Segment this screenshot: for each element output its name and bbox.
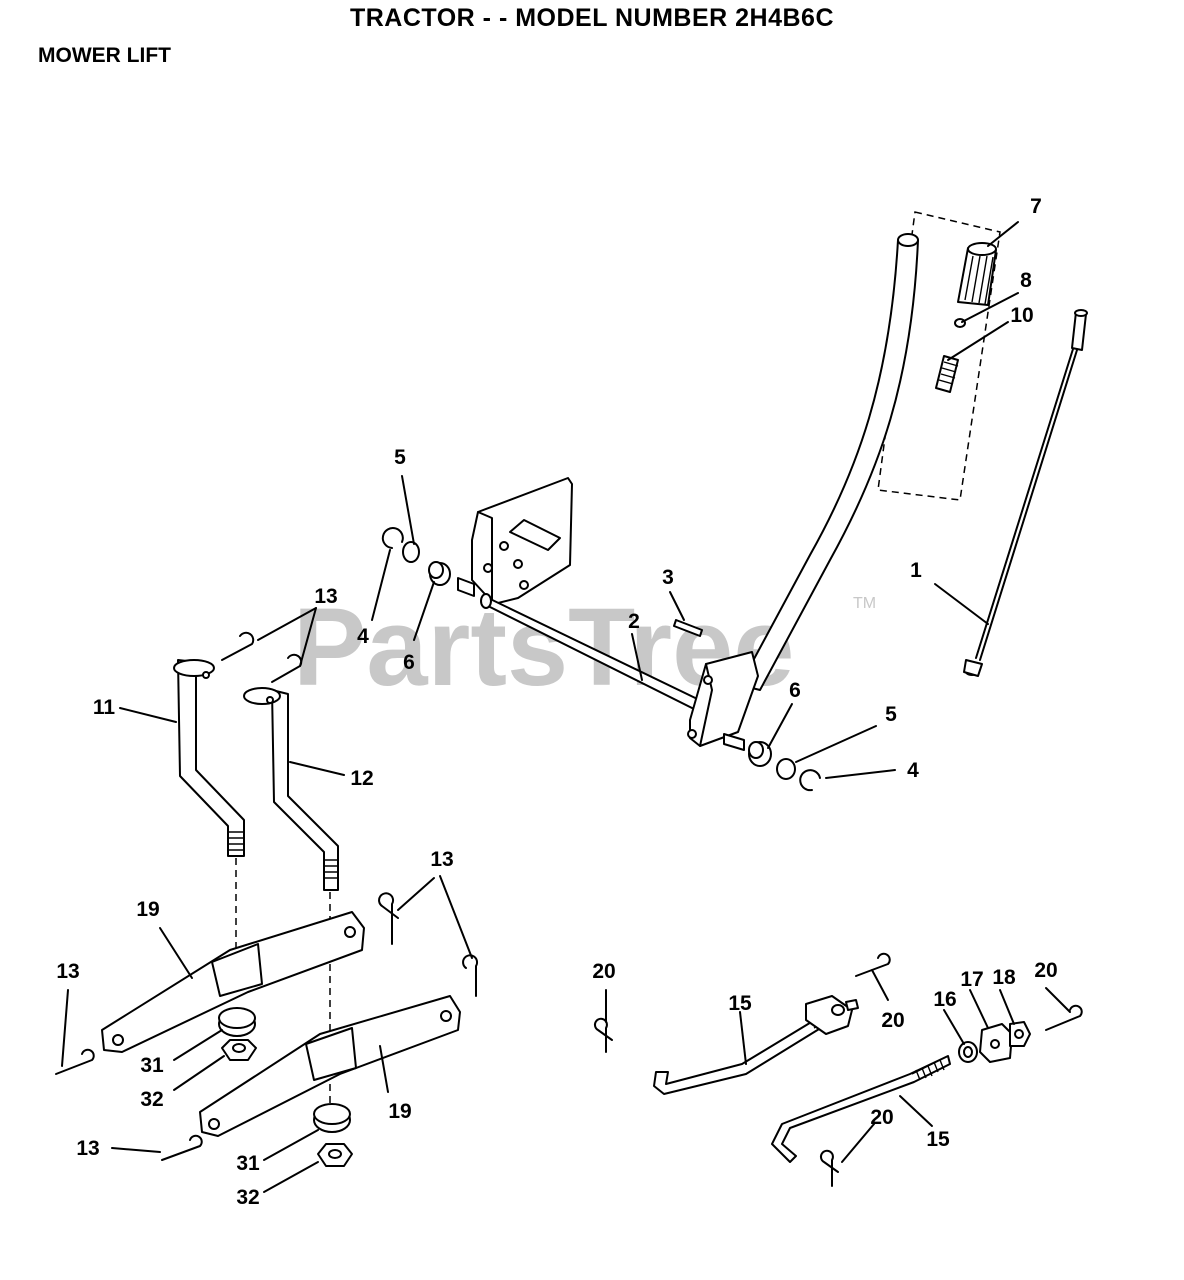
callout-15b: 15 <box>926 1128 950 1151</box>
callout-16: 16 <box>933 988 956 1011</box>
nut-18 <box>1009 1021 1031 1047</box>
callout-13d: 13 <box>76 1137 99 1160</box>
callout-18: 18 <box>992 966 1016 989</box>
nut-32b <box>317 1143 353 1167</box>
callout-5b: 5 <box>885 703 897 726</box>
callout-8: 8 <box>1020 269 1032 292</box>
lift-link-11 <box>173 659 245 857</box>
callout-32a: 32 <box>140 1088 163 1111</box>
callout-3: 3 <box>662 566 674 589</box>
cotter-pin-20c <box>1045 1004 1083 1031</box>
lift-arm-19a <box>101 911 365 1053</box>
mounting-bracket <box>471 477 573 605</box>
section-title: MOWER LIFT <box>38 44 171 67</box>
callout-32b: 32 <box>236 1186 259 1209</box>
leader-lines <box>61 221 1071 1193</box>
callout-19a: 19 <box>136 898 159 921</box>
cotter-pin-20b <box>855 952 891 977</box>
callout-12: 12 <box>350 767 373 790</box>
callout-13c: 13 <box>56 960 79 983</box>
washer-16 <box>958 1041 978 1063</box>
callout-20b: 20 <box>881 1009 904 1032</box>
callout-1: 1 <box>910 559 922 582</box>
trunnion-17 <box>979 1023 1013 1063</box>
nut-32a <box>221 1039 257 1061</box>
callout-5a: 5 <box>394 446 406 469</box>
callout-20c: 20 <box>1034 959 1057 982</box>
retaining-ring-4a <box>381 527 404 549</box>
diagram-title: TRACTOR - - MODEL NUMBER 2H4B6C <box>349 4 835 32</box>
hairpin-clip-13e <box>55 1048 95 1075</box>
watermark-trademark: TM <box>853 595 876 612</box>
callout-20a: 20 <box>592 960 615 983</box>
callout-31a: 31 <box>140 1054 164 1077</box>
callout-6a: 6 <box>403 651 415 674</box>
callout-4b: 4 <box>907 759 919 782</box>
lift-link-12 <box>243 687 339 891</box>
hairpin-clip-13a <box>221 631 255 661</box>
hairpin-clip-13c <box>378 892 399 945</box>
callout-31b: 31 <box>236 1152 260 1175</box>
bushing-6a <box>428 561 451 586</box>
callout-7: 7 <box>1030 195 1042 218</box>
link-rod-15b <box>771 1055 951 1163</box>
callout-13a: 13 <box>314 585 337 608</box>
washer-5b <box>776 758 796 780</box>
callout-11: 11 <box>93 696 116 719</box>
lift-arm-19b <box>199 995 461 1137</box>
lift-handle <box>687 233 919 751</box>
spacer-31a <box>218 1007 256 1037</box>
callout-20d: 20 <box>870 1106 893 1129</box>
retaining-ring-4b <box>799 769 821 792</box>
callout-6b: 6 <box>789 679 801 702</box>
cotter-pin-20d <box>819 1149 839 1187</box>
callout-19b: 19 <box>388 1100 411 1123</box>
washer-5a <box>402 541 420 563</box>
link-rod-15a <box>653 995 859 1095</box>
compression-spring <box>935 355 959 393</box>
spacer-31b <box>313 1103 351 1133</box>
lift-rod <box>963 309 1088 677</box>
hairpin-clip-13f <box>161 1134 203 1161</box>
handle-grip <box>957 242 997 306</box>
callout-2: 2 <box>628 610 640 633</box>
callout-4a: 4 <box>357 625 369 648</box>
cotter-pin-20a <box>593 1017 613 1053</box>
hairpin-clip-13d <box>462 954 479 997</box>
callout-15a: 15 <box>728 992 752 1015</box>
callout-17: 17 <box>960 968 983 991</box>
callout-10: 10 <box>1010 304 1033 327</box>
bushing-6b <box>748 741 772 767</box>
callout-13b: 13 <box>430 848 453 871</box>
roll-pin <box>673 619 703 637</box>
